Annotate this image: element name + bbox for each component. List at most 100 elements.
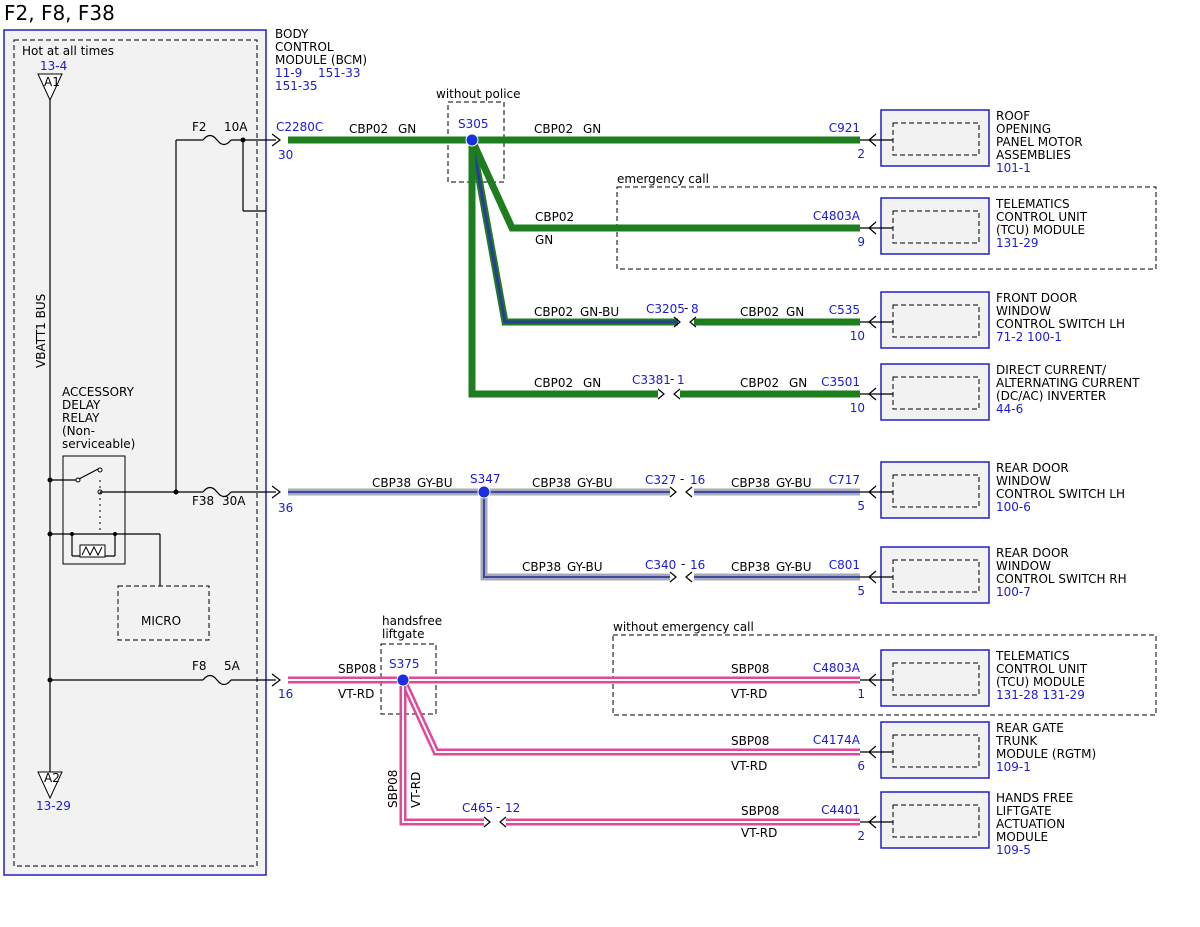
inline-c340-male-icon: [669, 571, 677, 583]
bcm-name-line-3: MODULE (BCM): [275, 53, 367, 67]
relay-label-2: DELAY: [62, 398, 101, 412]
component-box: [880, 791, 990, 849]
bcm-connector-c2280c: C2280C: [276, 120, 323, 134]
component-ref: 109-1: [996, 760, 1031, 774]
wire-label-cbp02-b: CBP02: [534, 122, 573, 136]
wire-color-gn-c: GN: [535, 233, 553, 247]
component-name-line: HANDS FREE: [996, 791, 1073, 805]
component-connector: C4401: [821, 803, 860, 817]
bcm-pin-30-arrow-icon: [271, 133, 281, 147]
component-connector: C535: [829, 303, 860, 317]
wire-color-vt-rd-c: VT-RD: [731, 759, 767, 773]
component-connector-arrow-icon: [868, 485, 877, 499]
component-name-line: MODULE: [996, 830, 1048, 844]
component-connector-arrow-icon: [868, 745, 877, 759]
component-connector-arrow-icon: [868, 315, 877, 329]
component-pin: 10: [850, 401, 865, 415]
component-connector-arrow-icon: [868, 673, 877, 687]
component-name-line: WINDOW: [996, 559, 1051, 573]
junction-f2-feed: [173, 489, 179, 495]
bcm-name-line-2: CONTROL: [275, 40, 334, 54]
wire-label-cbp02-e: CBP02: [740, 305, 779, 319]
component-inner-box: [892, 474, 980, 508]
inline-pin-c340: 16: [690, 558, 705, 572]
wire-label-sbp08-c: SBP08: [731, 734, 769, 748]
wire-label-sbp08-a: SBP08: [338, 662, 376, 676]
inline-connector-c327: C327: [645, 473, 676, 487]
f38-fuse-icon: [202, 486, 232, 498]
component-pin: 2: [857, 829, 865, 843]
component-connector-arrow-icon: [868, 815, 877, 829]
wire-color-gn-e: GN: [786, 305, 804, 319]
wire-color-gy-bu-c: GY-BU: [776, 476, 812, 490]
component-connector: C4803A: [813, 661, 861, 675]
component-name-line: TELEMATICS: [995, 649, 1070, 663]
bus-junction-coil: [47, 531, 53, 537]
inline-c465-female-icon: [499, 816, 507, 828]
component-ref: 131-28 131-29: [996, 688, 1085, 702]
component-connector-arrow-icon: [868, 221, 877, 235]
wire-color-gn-bu: GN-BU: [580, 305, 619, 319]
wire-cbp38-branch-stripe: [483, 492, 670, 578]
component-connector: C4803A: [813, 209, 861, 223]
component-inner-box: [892, 304, 980, 338]
wire-cbp02-gn-bu-stripe: [470, 139, 678, 324]
component-inner-box: [892, 804, 980, 838]
wire-color-gn-f: GN: [583, 376, 601, 390]
wire-color-gn-b: GN: [583, 122, 601, 136]
inline-c340-female-icon: [685, 571, 693, 583]
inline-dash-c3381: -: [670, 372, 674, 386]
component-connector-arrow-icon: [868, 133, 877, 147]
a2-label: A2: [44, 771, 60, 785]
splice-s305-dot: [465, 133, 479, 147]
component-inner-box: [892, 559, 980, 593]
component-name-line: REAR DOOR: [996, 546, 1069, 560]
bcm-pin-16: 16: [278, 687, 293, 701]
f2-fuse-rating: 10A: [224, 120, 248, 134]
component-name-line: FRONT DOOR: [996, 291, 1077, 305]
bcm-pin-36: 36: [278, 501, 293, 515]
wire-sbp08-liftgate-stripe: [402, 680, 484, 823]
component-ref: 131-29: [996, 236, 1039, 250]
component-pin: 2: [857, 147, 865, 161]
bcm-hot-region: [13, 39, 258, 867]
inline-pin-c3381: 1: [677, 373, 685, 387]
component-connector: C3501: [821, 375, 860, 389]
f2-fuse-icon: [202, 134, 232, 146]
component-ref: 71-2 100-1: [996, 330, 1062, 344]
handsfree-label-1: handsfree: [382, 614, 442, 628]
component-connector: C717: [829, 473, 860, 487]
component-name-line: REAR GATE: [996, 721, 1064, 735]
component-name-line: ROOF: [996, 109, 1030, 123]
wire-label-sbp08-b: SBP08: [731, 662, 769, 676]
inline-connector-c3381: C3381: [632, 373, 671, 387]
f38-fuse-rating: 30A: [222, 494, 246, 508]
wire-sbp08-rgtm-stripe: [402, 679, 860, 753]
f2-fuse-name: F2: [192, 120, 207, 134]
f38-fuse-name: F38: [192, 494, 214, 508]
bcm-name-line-1: BODY: [275, 27, 309, 41]
component-pin: 6: [857, 759, 865, 773]
wire-cbp02-inverter: [468, 140, 658, 398]
hot-at-all-times-label: Hot at all times: [22, 44, 114, 58]
hot-ref: 13-4: [40, 59, 67, 73]
wire-color-vt-rd-vertical: VT-RD: [409, 772, 423, 808]
splice-s347-dot: [477, 485, 491, 499]
inline-pin-c327: 16: [690, 473, 705, 487]
inline-dash-c340: -: [681, 557, 685, 571]
a2-ref: 13-29: [36, 799, 71, 813]
inline-connector-c465: C465: [462, 801, 493, 815]
f8-fuse-name: F8: [192, 659, 207, 673]
bcm-pin-36-arrow-icon: [271, 485, 281, 499]
component-pin: 1: [857, 687, 865, 701]
wire-label-cbp38-b: CBP38: [532, 476, 571, 490]
component-name-line: WINDOW: [996, 304, 1051, 318]
inline-pin-c3205: 8: [691, 302, 699, 316]
component-name-line: (TCU) MODULE: [996, 223, 1085, 237]
splice-s305-label: S305: [458, 117, 489, 131]
inline-connector-c340: C340: [645, 558, 676, 572]
wire-label-cbp02-a: CBP02: [349, 122, 388, 136]
